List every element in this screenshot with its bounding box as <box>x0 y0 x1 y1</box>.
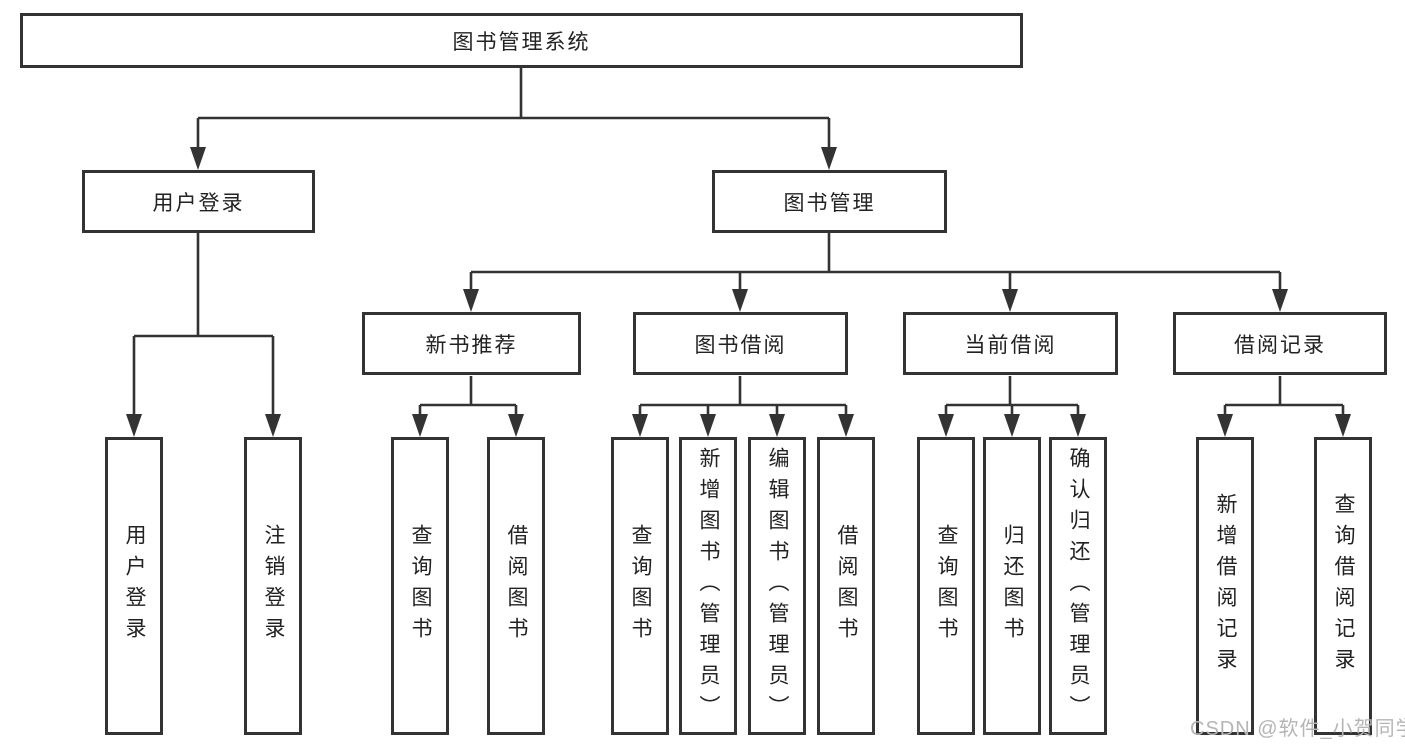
leaf-user-login: 用户登录 <box>105 437 163 735</box>
leaf-borrow-borrow-book: 借阅图书 <box>817 437 875 735</box>
leaf-recommend-search-book: 查询图书 <box>391 437 449 735</box>
node-borrow-records: 借阅记录 <box>1173 312 1387 375</box>
csdn-watermark: CSDN @软件_小贺同学 <box>1190 718 1405 740</box>
leaf-recommend-borrow-book: 借阅图书 <box>487 437 545 735</box>
leaf-borrow-search-book: 查询图书 <box>611 437 669 735</box>
connector-lines <box>132 66 1345 420</box>
leaf-current-search-book: 查询图书 <box>917 437 975 735</box>
node-user-login: 用户登录 <box>82 170 315 233</box>
node-current-borrow: 当前借阅 <box>903 312 1118 375</box>
leaf-current-return-book: 归还图书 <box>983 437 1041 735</box>
node-book-borrow: 图书借阅 <box>633 312 848 375</box>
node-book-management: 图书管理 <box>712 170 947 233</box>
leaf-borrow-edit-book-admin: 编辑图书（管理员） <box>748 437 806 735</box>
connector-arrowheads <box>126 147 1351 437</box>
node-new-book-recommend: 新书推荐 <box>362 312 581 375</box>
leaf-logout: 注销登录 <box>244 437 302 735</box>
leaf-borrow-add-book-admin: 新增图书（管理员） <box>679 437 737 735</box>
leaf-current-confirm-return-admin: 确认归还（管理员） <box>1049 437 1107 735</box>
node-root-system: 图书管理系统 <box>20 13 1023 68</box>
leaf-records-search-record: 查询借阅记录 <box>1314 437 1372 735</box>
leaf-records-add-record: 新增借阅记录 <box>1196 437 1254 735</box>
